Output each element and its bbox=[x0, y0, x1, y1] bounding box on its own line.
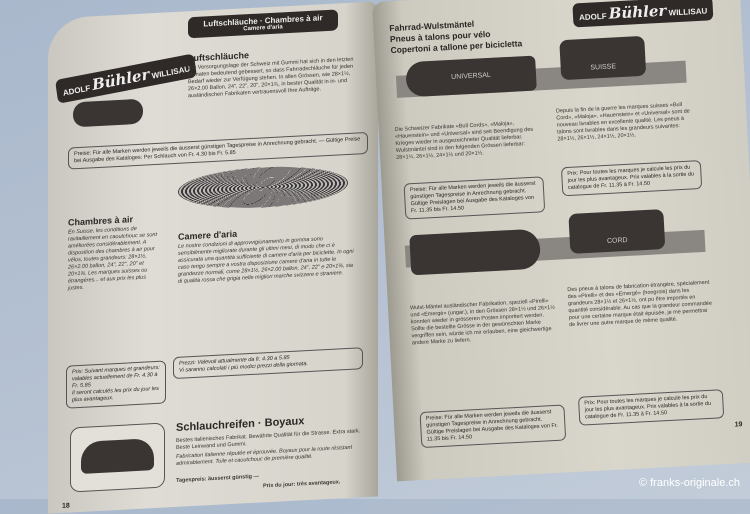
heading-chambres: Chambres à air bbox=[68, 214, 134, 228]
price-box-3: Preise: Für alle Marken werden jeweils d… bbox=[419, 404, 567, 449]
text-fr-foreign-tires: Des pneus à talons de fabrication étrang… bbox=[567, 279, 713, 329]
inner-tube-image bbox=[73, 98, 143, 128]
universal-tire-image: UNIVERSAL bbox=[405, 55, 537, 98]
price-schlauchreifen-fr: Prix du jour: très avantageux. bbox=[263, 479, 341, 490]
left-catalog-page: ADOLF Bühler WILLISAU Luftschläuche · Ch… bbox=[48, 1, 378, 514]
price-box-camere: Prezzi: Valevoli attualmente da fr. 4.30… bbox=[173, 347, 363, 380]
heading-luftschlauche: Luftschläuche bbox=[188, 50, 250, 64]
text-luftschlauche: Die Versorgungslage der Schweiz mit Gumm… bbox=[188, 56, 354, 100]
suisse-tire-image: SUISSE bbox=[559, 35, 647, 81]
price-box-2: Prix: Pour toutes les marques je calcule… bbox=[560, 160, 703, 197]
coiled-tubes-image bbox=[178, 162, 348, 212]
buhler-logo-right: ADOLF Bühler WILLISAU bbox=[572, 0, 714, 28]
price-box-4: Prix: Pour toutes les marques je calcule… bbox=[577, 389, 725, 426]
tubular-tire-image-frame bbox=[70, 422, 165, 493]
heading-schlauchreifen: Schlauchreifen · Boyaux bbox=[176, 415, 305, 434]
price-box-chambres: Prix: Suivant marques et grandeurs: vala… bbox=[66, 360, 166, 409]
copyright-watermark: © franks-originale.ch bbox=[638, 477, 740, 489]
heading-camere: Camere d'aria bbox=[178, 228, 238, 242]
price-box-luftschlauche: Preise: Für alle Marken werden jeweils d… bbox=[68, 131, 368, 170]
text-de-foreign-tires: Wulst-Mäntel ausländischer Fabrikation, … bbox=[409, 298, 556, 347]
page-number-left: 18 bbox=[62, 502, 70, 510]
text-de-swiss-tires: Die Schweizer Fabrikate «Bull Cords», «M… bbox=[394, 120, 534, 161]
text-fr-swiss-tires: Depuis la fin de la guerre les marques s… bbox=[555, 101, 690, 143]
text-chambres: En Suisse, les conditions de ravitaillem… bbox=[68, 225, 157, 292]
price-schlauchreifen-de: Tagespreis: äusserst günstig — bbox=[176, 473, 260, 484]
page-number-right: 19 bbox=[734, 421, 743, 429]
cord-tire-image: CORD bbox=[568, 209, 666, 254]
pirelli-tire-image bbox=[409, 228, 542, 276]
buhler-logo: ADOLF Bühler WILLISAU bbox=[55, 53, 198, 104]
text-camere: Le nostre condizioni di approvvigionamen… bbox=[178, 236, 354, 285]
price-box-1: Preise: Für alle Marken werden jeweils d… bbox=[403, 176, 546, 220]
